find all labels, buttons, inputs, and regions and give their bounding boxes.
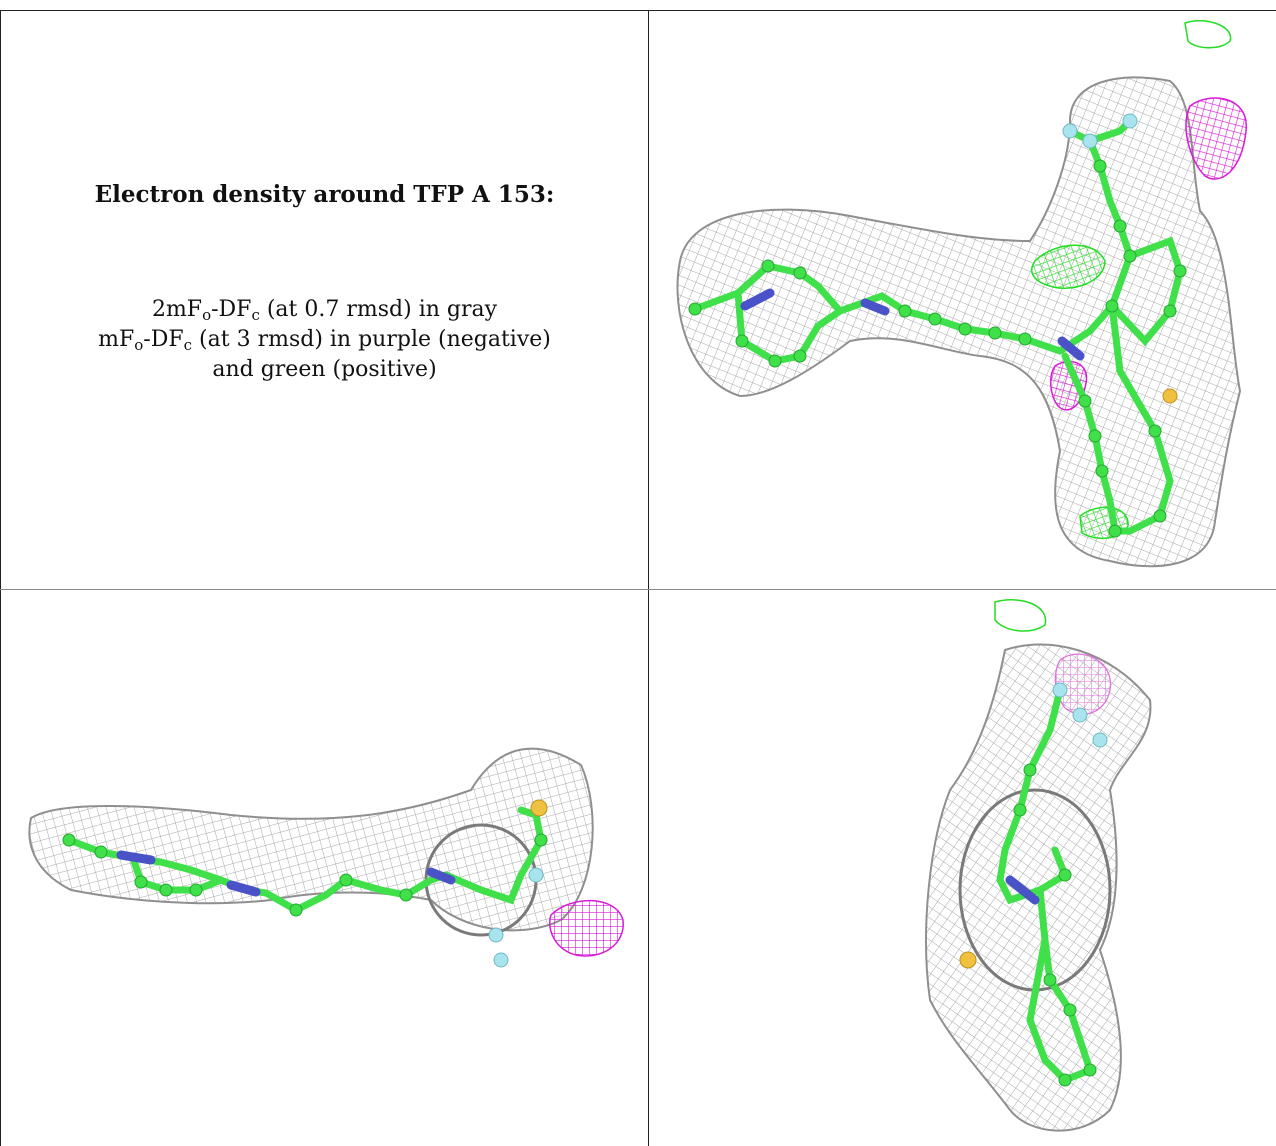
negative-density-blob — [1185, 97, 1247, 180]
ligand-model — [688, 113, 1187, 538]
table-left-border — [0, 10, 1, 1146]
description-line-3: and green (positive) — [212, 357, 437, 382]
caption-cell: Electron density around TFP A 153: 2mFo-… — [1, 11, 648, 589]
density-render-front — [676, 19, 1247, 568]
negative-density-blob-small — [1050, 360, 1088, 411]
table-top-border — [0, 10, 1276, 11]
figure-description: 2mFo-DFc (at 0.7 rmsd) in gray mFo-DFc (… — [1, 295, 648, 385]
view-bottom-left — [1, 590, 648, 1146]
description-line-2: mFo-DFc (at 3 rmsd) in purple (negative) — [98, 327, 551, 354]
negative-density-blob — [549, 899, 624, 957]
ligand-model — [959, 682, 1108, 1087]
view-bottom-right — [650, 590, 1276, 1146]
gray-density-mesh — [28, 747, 594, 932]
density-render-side — [28, 747, 624, 968]
view-top-right — [650, 11, 1276, 589]
table-middle-divider — [0, 589, 1276, 590]
positive-density-blob-top — [994, 599, 1047, 632]
table-center-divider — [648, 10, 649, 1146]
gray-density-mesh — [676, 76, 1242, 568]
density-render-end-on — [925, 599, 1152, 1132]
description-line-1: 2mFo-DFc (at 0.7 rmsd) in gray — [151, 297, 498, 324]
positive-density-blob — [1031, 244, 1106, 289]
ligand-model — [62, 799, 548, 968]
positive-density-blob-top — [1184, 19, 1232, 49]
figure-title: Electron density around TFP A 153: — [94, 181, 555, 208]
